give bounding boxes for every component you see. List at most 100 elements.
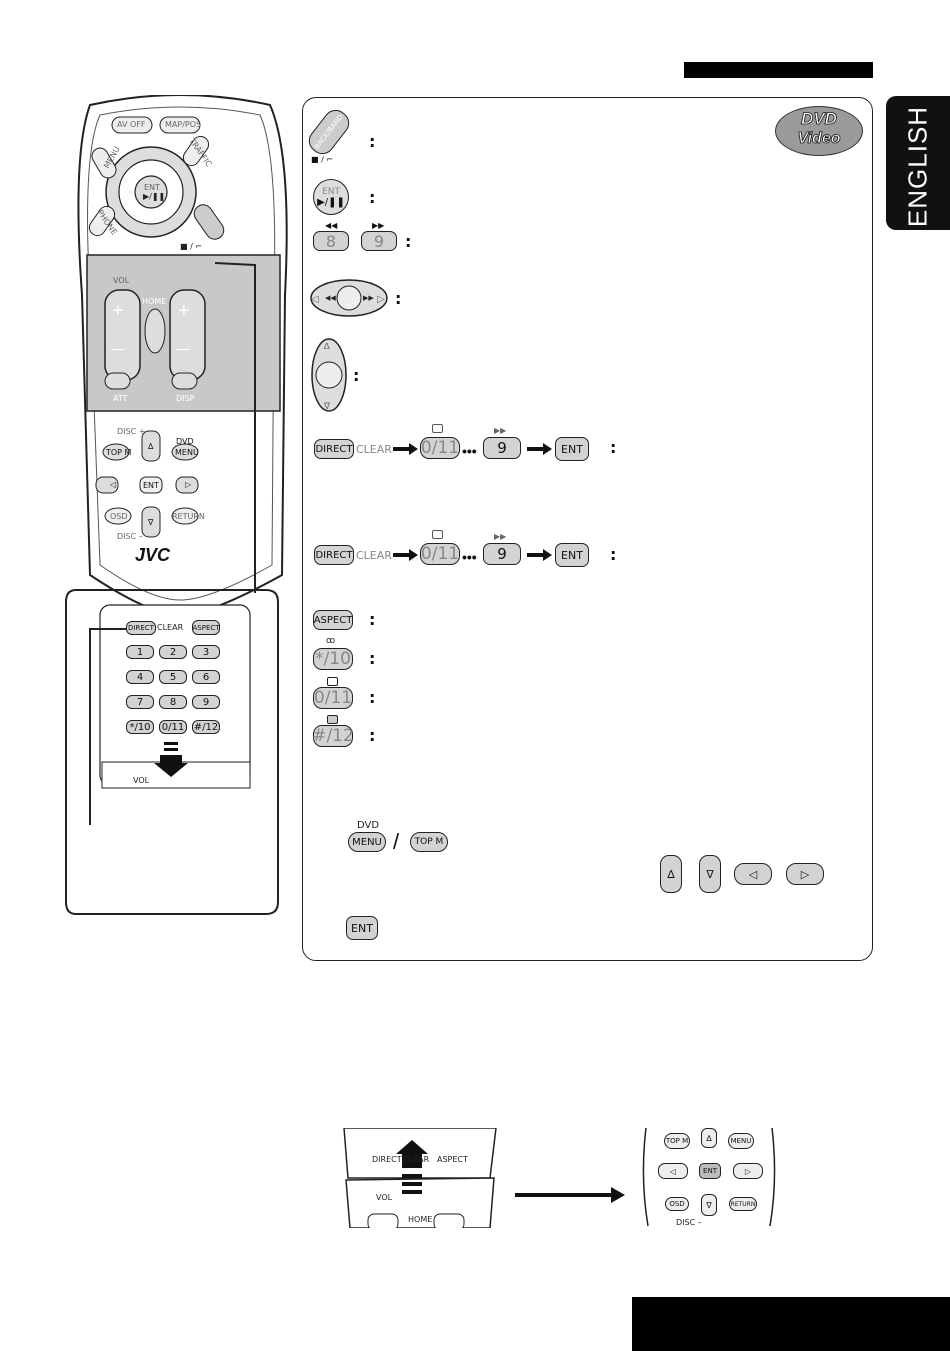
dvd-logo-line1: DVD xyxy=(801,109,838,129)
zoom-key[interactable]: 8 xyxy=(159,695,187,709)
zoom-key[interactable]: 5 xyxy=(159,670,187,684)
ent-play-bottom: ▶/❚❚ xyxy=(317,196,345,208)
ellipsis-dots: ••• xyxy=(462,549,477,565)
zoom-key[interactable]: #/12 xyxy=(192,720,220,734)
horizontal-nav-icon[interactable]: ◁ ▷ ◀◀ ▶▶ xyxy=(309,278,389,318)
remote-ent2-label: ENT xyxy=(143,481,159,490)
dvd-logo-line2: Video xyxy=(797,130,841,148)
zoom-aspect-key[interactable]: ASPECT xyxy=(192,620,220,635)
zoom-key[interactable]: 4 xyxy=(126,670,154,684)
seq1-direct-key[interactable]: DIRECT xyxy=(314,439,354,459)
svg-text:∇: ∇ xyxy=(323,401,331,411)
seq2-key-0-11[interactable]: 0/11 xyxy=(420,543,460,565)
seq2-key-9[interactable]: 9 xyxy=(483,543,521,565)
svg-text:◀◀: ◀◀ xyxy=(325,295,336,302)
bottom-left-key: ◁ xyxy=(658,1163,688,1179)
nav-up-key[interactable]: ∆ xyxy=(660,855,682,893)
language-tab-label: ENGLISH xyxy=(902,105,933,228)
remote-disp-label: DISP xyxy=(176,394,195,403)
remote-plus-right: + xyxy=(178,300,190,322)
arrow-right-icon xyxy=(393,443,418,455)
page-number-block xyxy=(632,1297,950,1351)
rew-icon: ◀◀ xyxy=(325,221,338,230)
seq1-key-9[interactable]: 9 xyxy=(483,437,521,459)
zoom-key[interactable]: 1 xyxy=(126,645,154,659)
zoom-direct-key[interactable]: DIRECT xyxy=(126,621,156,635)
dvd-label: DVD xyxy=(357,820,380,831)
nav-down-key[interactable]: ∇ xyxy=(699,855,721,893)
zoom-key[interactable]: 3 xyxy=(192,645,220,659)
colon: : xyxy=(369,188,376,207)
bottom-osd-key: OSD xyxy=(665,1197,689,1211)
colon: : xyxy=(610,545,617,564)
remote-down-label: ∇ xyxy=(148,518,154,527)
key-star-10[interactable]: */10 xyxy=(313,648,353,670)
nav-left-key[interactable]: ◁ xyxy=(734,863,772,885)
seq2-clear-label: CLEAR xyxy=(356,549,392,562)
aspect-key[interactable]: ASPECT xyxy=(313,610,353,630)
remote-home-label: HOME xyxy=(142,297,167,306)
subtitle-icon xyxy=(327,677,338,686)
dvd-menu-key[interactable]: MENU xyxy=(348,832,386,852)
bottom-disc-minus-label: DISC – xyxy=(676,1218,702,1227)
arrow-right-icon xyxy=(527,443,552,455)
subtitle-icon xyxy=(432,424,443,433)
instruction-panel xyxy=(302,97,873,961)
dvd-video-logo: DVD Video xyxy=(775,106,863,156)
colon: : xyxy=(369,649,376,668)
vertical-nav-icon[interactable]: ∆ ∇ xyxy=(311,337,347,413)
revealed-panel-illustration xyxy=(642,1128,776,1227)
bottom-vol-label: VOL xyxy=(376,1193,393,1202)
language-tab: ENGLISH xyxy=(886,96,950,230)
remote-ent-label: ENT xyxy=(144,183,160,192)
zoom-clear-label: CLEAR xyxy=(157,623,184,632)
zoom-key[interactable]: 2 xyxy=(159,645,187,659)
key-9[interactable]: 9 xyxy=(361,231,397,251)
zoom-key[interactable]: 0/11 xyxy=(159,720,187,734)
bottom-top-m-key: TOP M xyxy=(664,1133,690,1149)
final-ent-key[interactable]: ENT xyxy=(346,916,378,940)
remote-top-m-label: TOP M xyxy=(106,448,132,457)
remote-right-label: ▷ xyxy=(185,480,192,489)
ff-icon: ▶▶ xyxy=(494,532,507,541)
remote-minus-left: — xyxy=(111,340,125,356)
remote-disc-plus-label: DISC + xyxy=(117,427,146,436)
colon: : xyxy=(353,366,360,385)
remote-plus-left: + xyxy=(112,300,124,322)
nav-right-key[interactable]: ▷ xyxy=(786,863,824,885)
bottom-home-label: HOME xyxy=(408,1215,433,1224)
ff-icon: ▶▶ xyxy=(372,221,385,230)
bottom-ent-key: ENT xyxy=(699,1163,721,1179)
ent-play-top: ENT xyxy=(322,186,340,197)
colon: : xyxy=(610,438,617,457)
bottom-up-key: ∆ xyxy=(701,1128,717,1148)
zoom-vol-label: VOL xyxy=(133,776,150,785)
arrow-right-icon xyxy=(393,549,418,561)
key-0-11[interactable]: 0/11 xyxy=(313,687,353,709)
top-menu-key[interactable]: TOP M xyxy=(410,832,448,852)
remote-av-off-label: AV OFF xyxy=(117,120,146,129)
remote-minus-right: — xyxy=(176,340,190,356)
remote-return-label: RETURN xyxy=(172,512,205,521)
subtitle-icon xyxy=(432,530,443,539)
remote-vol-label: VOL xyxy=(113,276,130,285)
arrow-right-icon xyxy=(515,1187,625,1203)
ent-play-key[interactable]: ENT ▶/❚❚ xyxy=(313,179,349,215)
zoom-key[interactable]: 7 xyxy=(126,695,154,709)
seq1-key-0-11[interactable]: 0/11 xyxy=(420,437,460,459)
svg-text:◁: ◁ xyxy=(311,294,319,305)
key-8[interactable]: 8 xyxy=(313,231,349,251)
zoom-key[interactable]: */10 xyxy=(126,720,154,734)
remote-osd-label: OSD xyxy=(110,512,128,521)
key-hash-12[interactable]: #/12 xyxy=(312,725,354,747)
zoom-key[interactable]: 6 xyxy=(192,670,220,684)
seq2-ent-key[interactable]: ENT xyxy=(555,543,589,567)
zoom-key[interactable]: 9 xyxy=(192,695,220,709)
bottom-aspect-label: ASPECT xyxy=(437,1155,468,1164)
seq1-clear-label: CLEAR xyxy=(356,443,392,456)
header-bar xyxy=(684,62,873,78)
remote-left-label: ◁ xyxy=(110,480,117,489)
seq1-ent-key[interactable]: ENT xyxy=(555,437,589,461)
seq2-direct-key[interactable]: DIRECT xyxy=(314,545,354,565)
back-band-sub: ■ / ⌐ xyxy=(311,155,334,164)
